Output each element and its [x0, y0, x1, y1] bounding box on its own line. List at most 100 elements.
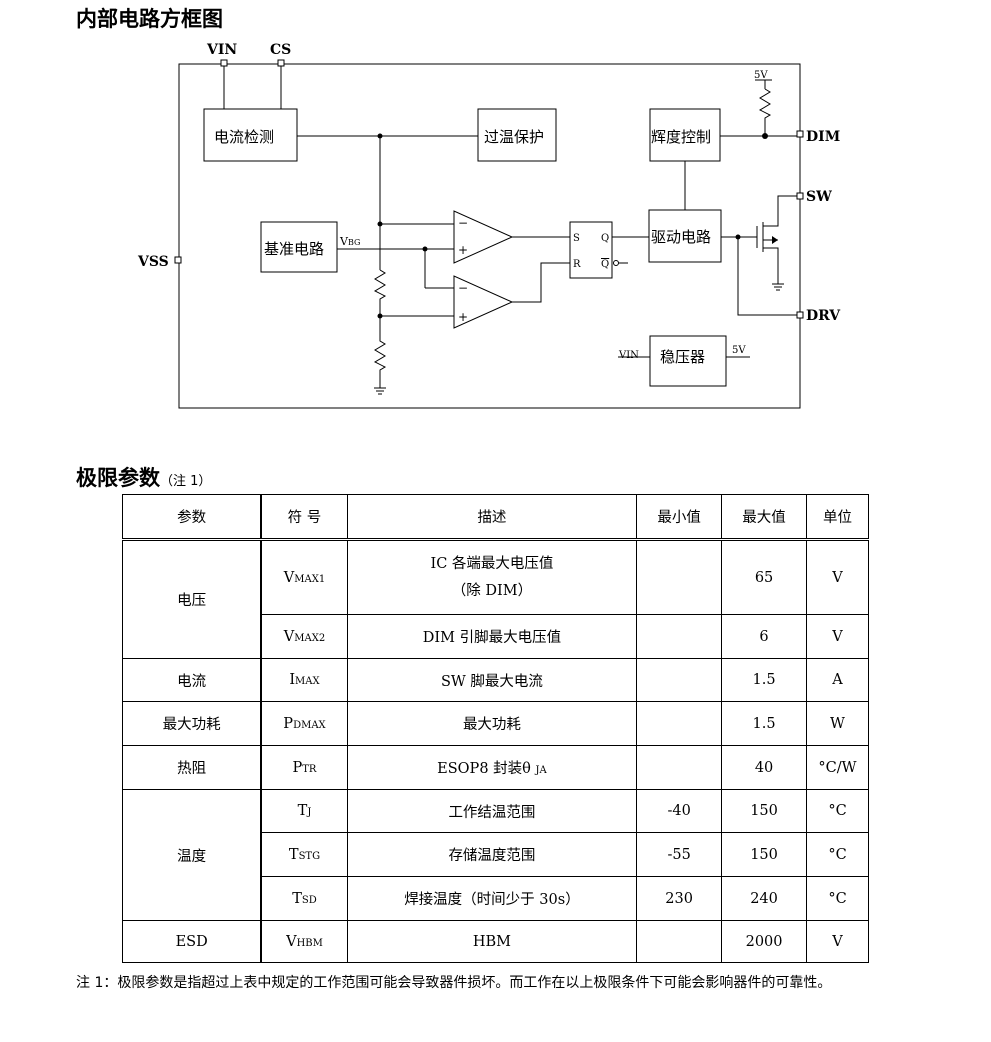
- symbol-cell: PTR: [260, 745, 348, 790]
- unit-cell: V: [806, 539, 869, 615]
- desc-cell: DIM 引脚最大电压值: [346, 614, 638, 659]
- group-voltage: 电压: [122, 539, 263, 659]
- desc-cell: SW 脚最大电流: [346, 658, 638, 702]
- over-temp-label: 过温保护: [484, 128, 544, 146]
- group-power: 最大功耗: [122, 701, 263, 746]
- pin-label-drv: DRV: [806, 308, 841, 324]
- regulator-label: 稳压器: [660, 348, 705, 366]
- cs-pin-pad: [277, 59, 285, 67]
- desc-cell: 工作结温范围: [346, 789, 638, 833]
- desc-cell: ESOP8 封装θ JA: [346, 745, 638, 790]
- comparator-2: [453, 275, 514, 329]
- desc-cell: 最大功耗: [346, 701, 638, 746]
- min-cell: [636, 920, 723, 963]
- reference-block: [260, 221, 338, 273]
- current-detect-label: 电流检测: [214, 128, 274, 146]
- chip-outline: [178, 63, 801, 409]
- vin-pin-pad: [220, 59, 228, 67]
- limits-table: 参数 符 号 描述 最小值 最大值 单位 电压 VMAX1 IC 各端最大电压值…: [122, 494, 869, 963]
- desc-cell: 存储温度范围: [346, 832, 638, 877]
- max-cell: 2000: [721, 920, 807, 963]
- table-row: VMAX2 DIM 引脚最大电压值 6 V: [123, 614, 869, 659]
- pin-label-sw: SW: [806, 189, 832, 205]
- table-row: TSTG 存储温度范围 -55 150 °C: [123, 832, 869, 877]
- dim-pin-pad: [796, 130, 804, 138]
- max-cell: 240: [721, 876, 807, 921]
- driver-label: 驱动电路: [651, 228, 711, 246]
- max-cell: 150: [721, 832, 807, 877]
- table-row: 电流 IMAX SW 脚最大电流 1.5 A: [122, 658, 869, 702]
- min-cell: 230: [636, 876, 723, 921]
- symbol-cell: IMAX: [260, 658, 348, 702]
- limits-note-ref: （注 1）: [160, 474, 212, 489]
- latch-r-label: R: [573, 259, 581, 270]
- header-unit: 单位: [806, 494, 869, 541]
- max-cell: 65: [721, 539, 807, 615]
- max-cell: 6: [721, 614, 807, 659]
- header-param: 参数: [122, 494, 263, 541]
- symbol-cell: VMAX1: [260, 539, 348, 615]
- vbg-label: VBG: [339, 235, 360, 248]
- max-cell: 1.5: [721, 658, 807, 702]
- unit-cell: °C/W: [806, 745, 869, 790]
- unit-cell: °C: [806, 832, 869, 877]
- max-cell: 150: [721, 789, 807, 833]
- symbol-cell: TSTG: [260, 832, 348, 877]
- comp2-plus: +: [458, 310, 468, 324]
- current-detect-block: [203, 108, 298, 162]
- table-row: 热阻 PTR ESOP8 封装θ JA 40 °C/W: [122, 745, 869, 790]
- symbol-cell: TJ: [260, 789, 348, 833]
- desc-cell: HBM: [346, 920, 638, 963]
- comparator-1: [453, 210, 514, 264]
- five-v-top-label: 5V: [754, 70, 768, 81]
- pin-label-dim: DIM: [806, 129, 840, 145]
- table-row: 温度 TJ 工作结温范围 -40 150 °C: [122, 789, 869, 921]
- unit-cell: A: [806, 658, 869, 702]
- unit-cell: °C: [806, 789, 869, 833]
- vss-pin-pad: [174, 256, 182, 264]
- min-cell: -40: [636, 789, 723, 833]
- group-esd: ESD: [122, 920, 263, 963]
- min-cell: [636, 658, 723, 702]
- symbol-cell: PDMAX: [260, 701, 348, 746]
- unit-cell: W: [806, 701, 869, 746]
- latch-q-label: Q: [601, 233, 609, 244]
- header-symbol: 符 号: [260, 494, 348, 541]
- table-row: 电压 VMAX1 IC 各端最大电压值（除 DIM） 65 V: [122, 539, 869, 659]
- block-diagram: VIN CS VSS DIM SW DRV 电流检测 过温保护 辉度控制 基准电…: [137, 42, 841, 409]
- reference-label: 基准电路: [264, 240, 324, 258]
- min-cell: -55: [636, 832, 723, 877]
- desc-cell: 焊接温度（时间少于 30s）: [346, 876, 638, 921]
- pin-label-vin: VIN: [206, 42, 237, 58]
- over-temp-block: [477, 108, 557, 162]
- group-thermal: 热阻: [122, 745, 263, 790]
- symbol-cell: TSD: [260, 876, 348, 921]
- header-min: 最小值: [636, 494, 723, 541]
- section-title-block-diagram: 内部电路方框图: [76, 7, 223, 31]
- unit-cell: V: [806, 614, 869, 659]
- brightness-label: 辉度控制: [651, 128, 711, 146]
- unit-cell: °C: [806, 876, 869, 921]
- section-title-limits: 极限参数（注 1）: [76, 462, 211, 492]
- pin-label-cs: CS: [270, 42, 291, 58]
- sw-pin-pad: [796, 192, 804, 200]
- latch-qbar-label: Q: [601, 259, 609, 270]
- header-desc: 描述: [346, 494, 638, 541]
- five-v-reg-label: 5V: [732, 345, 746, 356]
- symbol-cell: VMAX2: [260, 614, 348, 659]
- desc-cell: IC 各端最大电压值（除 DIM）: [346, 539, 638, 615]
- footnote: 注 1：极限参数是指超过上表中规定的工作范围可能会导致器件损坏。而工作在以上极限…: [76, 975, 832, 991]
- comp1-minus: −: [458, 216, 468, 230]
- table-header-row: 参数 符 号 描述 最小值 最大值 单位: [122, 494, 869, 541]
- limits-title: 极限参数: [76, 466, 160, 490]
- symbol-cell: VHBM: [260, 920, 348, 963]
- sr-latch: [569, 221, 613, 279]
- min-cell: [636, 614, 723, 659]
- drv-pin-pad: [796, 311, 804, 319]
- table-row: 最大功耗 PDMAX 最大功耗 1.5 W: [122, 701, 869, 746]
- pin-label-vss: VSS: [137, 254, 169, 270]
- unit-cell: V: [806, 920, 869, 963]
- header-max: 最大值: [721, 494, 807, 541]
- min-cell: [636, 539, 723, 615]
- group-current: 电流: [122, 658, 263, 702]
